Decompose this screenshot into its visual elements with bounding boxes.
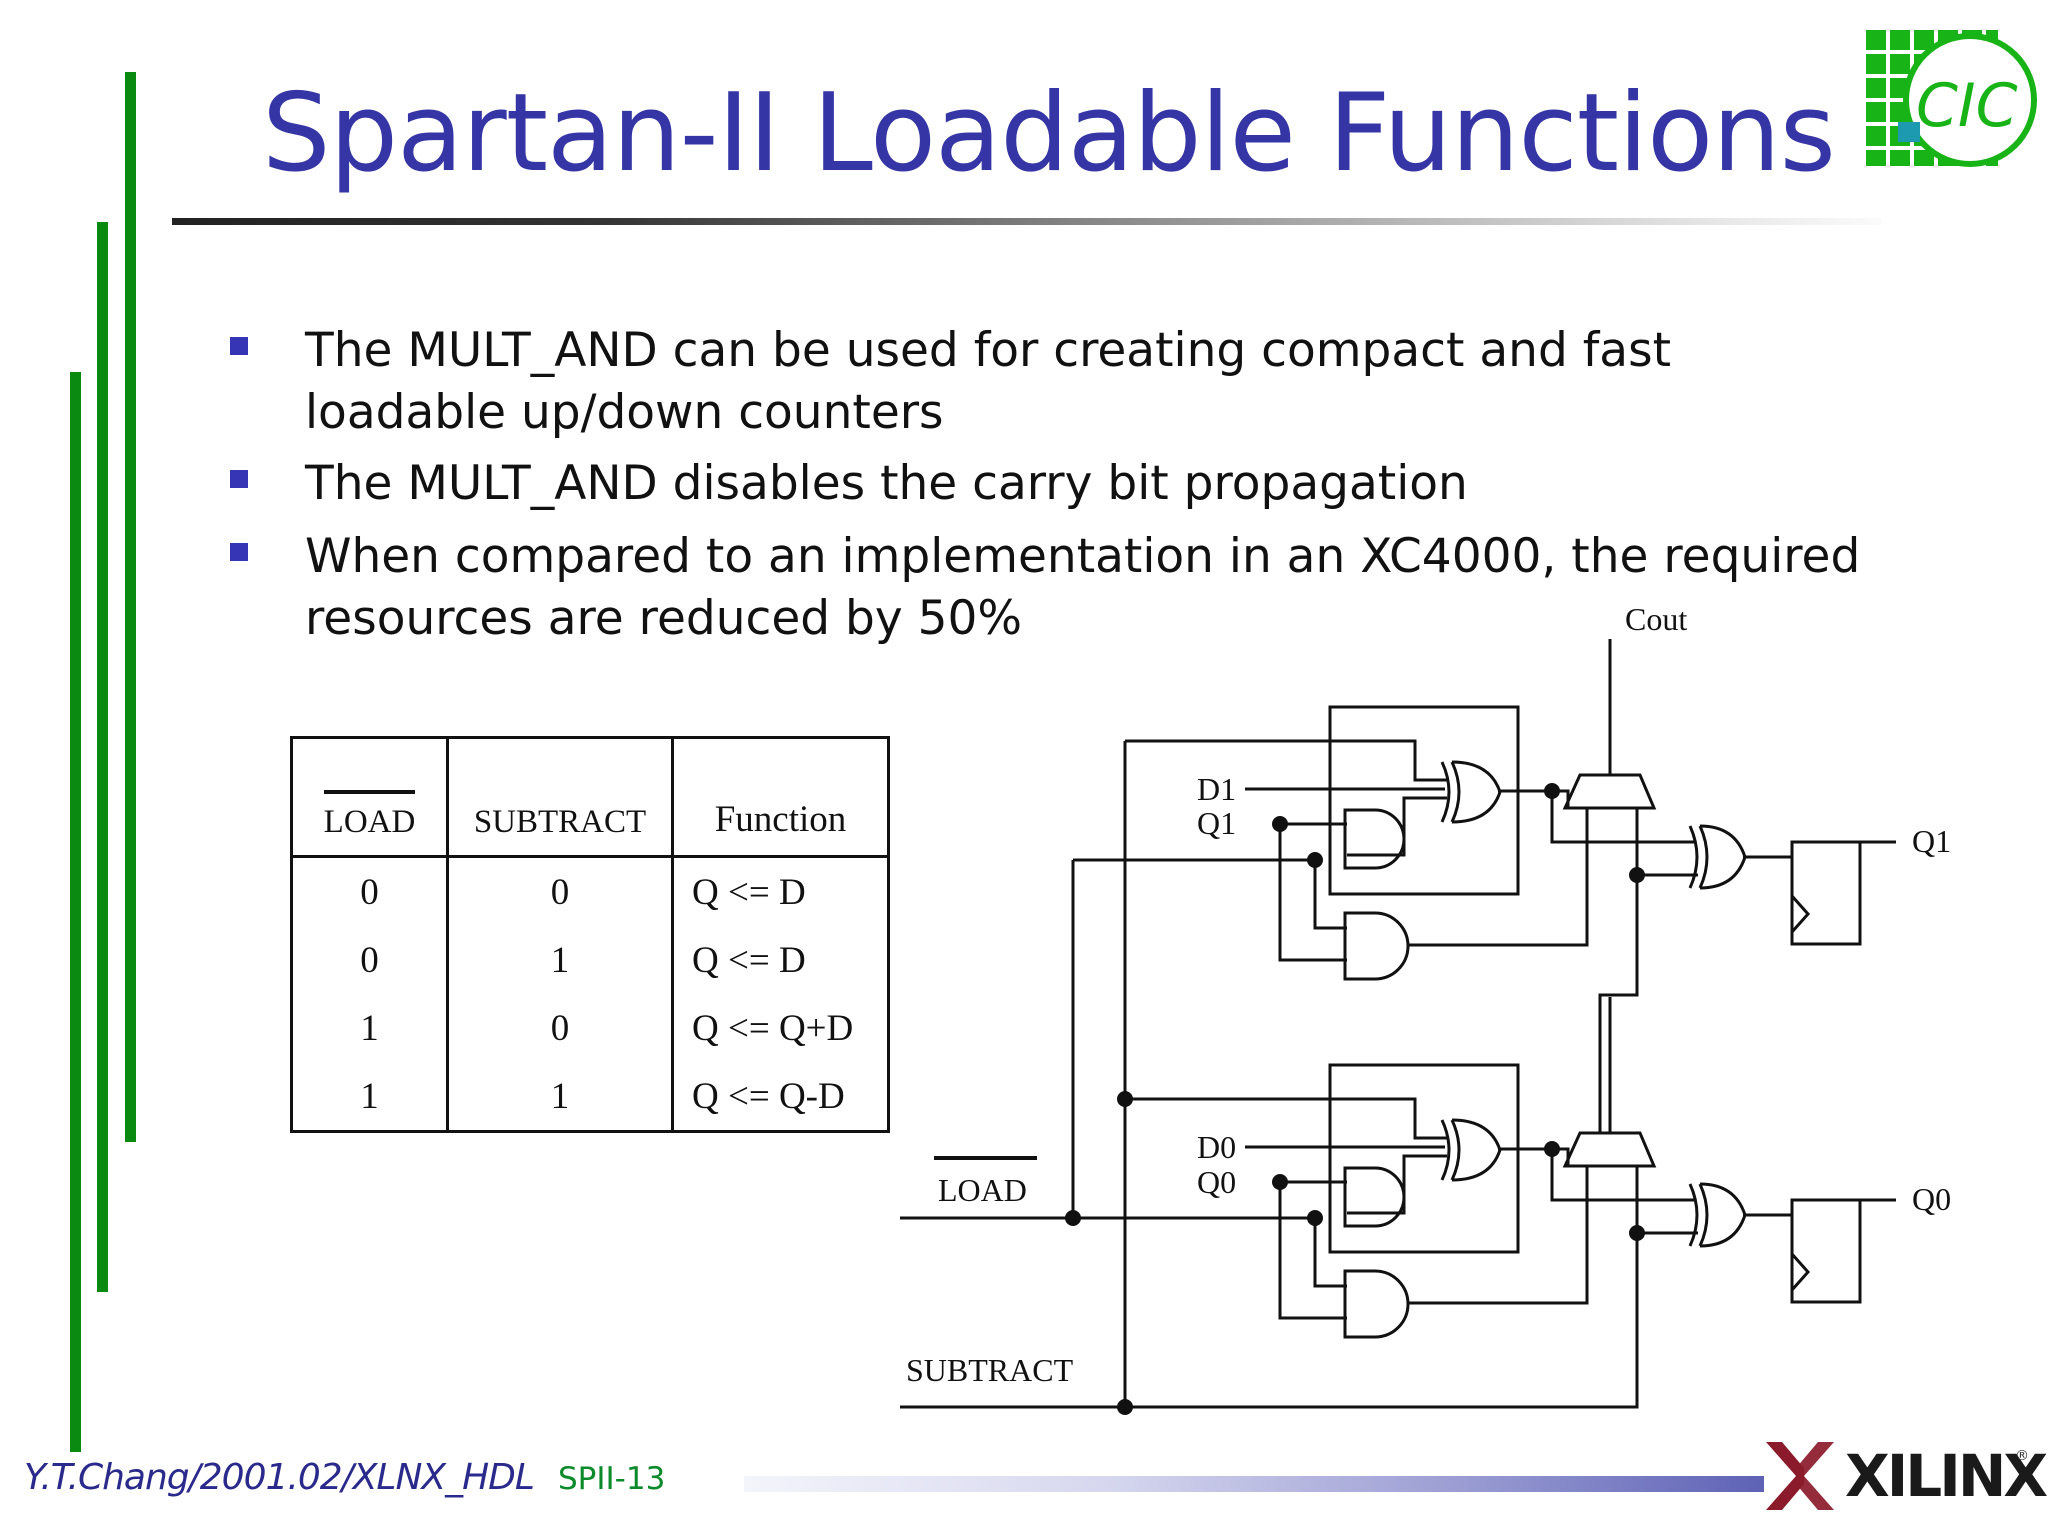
footer-author: Y.T.Chang/2001.02/XLNX_HDL (24, 1457, 535, 1498)
title-underline (172, 218, 1882, 225)
q1-output-label: Q1 (1912, 823, 1951, 859)
table-row: 0 1 Q <= D (290, 926, 890, 994)
bullet-text: The MULT_AND can be used for creating co… (305, 323, 1672, 440)
junction-dot (1307, 852, 1323, 868)
junction-dot (1629, 867, 1645, 883)
square-bullet-icon (230, 337, 248, 355)
truth-table: LOAD SUBTRACT Function 0 0 Q <= D 0 1 Q … (290, 736, 890, 1133)
slide-title: Spartan-II Loadable Functions (262, 71, 1836, 196)
junction-dot (1629, 1225, 1645, 1241)
bit1-slice (1123, 637, 1898, 981)
square-bullet-icon (230, 543, 248, 561)
table-cell: 0 (446, 856, 674, 926)
header-load: LOAD (290, 737, 449, 858)
cic-logo-icon: CIC (1866, 30, 2037, 167)
load-signal-label: LOAD (938, 1172, 1027, 1208)
table-cell: 0 (290, 856, 449, 926)
q0-input-label: Q0 (1197, 1164, 1236, 1200)
junction-dot (1544, 783, 1560, 799)
square-bullet-icon (230, 470, 248, 488)
table-cell: 1 (290, 994, 449, 1062)
q1-input-label: Q1 (1197, 805, 1236, 841)
table-header-row: LOAD SUBTRACT Function (290, 737, 890, 858)
junction-dot (1272, 1174, 1288, 1190)
table-cell: 1 (446, 926, 674, 994)
junction-dot (1272, 816, 1288, 832)
bullet-text: The MULT_AND disables the carry bit prop… (305, 456, 1468, 511)
junction-dot (1117, 1399, 1133, 1415)
subtract-signal-label: SUBTRACT (906, 1352, 1074, 1388)
table-cell: Q <= Q+D (671, 994, 890, 1062)
bit0-slice (1123, 995, 1898, 1339)
xilinx-logo-icon (1766, 1442, 1834, 1510)
footer-page-number: SPII-13 (558, 1461, 666, 1497)
q0-output-label: Q0 (1912, 1181, 1951, 1217)
footer-gradient-bar (744, 1476, 1764, 1492)
accent-bar-left (70, 372, 81, 1452)
table-cell: Q <= D (671, 856, 890, 926)
registered-mark: ® (2015, 1448, 2029, 1464)
junction-dot (1117, 1091, 1133, 1107)
table-cell: Q <= D (671, 926, 890, 994)
header-function: Function (671, 737, 890, 858)
table-cell: Q <= Q-D (671, 1062, 890, 1132)
table-cell: 0 (446, 994, 674, 1062)
table-row: 1 1 Q <= Q-D (290, 1062, 890, 1132)
table-cell: 1 (290, 1062, 449, 1132)
table-cell: 0 (290, 926, 449, 994)
junction-dot (1307, 1210, 1323, 1226)
cout-label: Cout (1625, 601, 1687, 637)
accent-bar-middle (97, 222, 108, 1292)
d1-label: D1 (1197, 771, 1236, 807)
bullet-text: When compared to an implementation in an… (305, 529, 1861, 646)
table-row: 1 0 Q <= Q+D (290, 994, 890, 1062)
header-load-label: LOAD (323, 790, 416, 841)
header-subtract: SUBTRACT (446, 737, 674, 858)
table-row: 0 0 Q <= D (290, 856, 890, 926)
table-cell: 1 (446, 1062, 674, 1132)
xilinx-wordmark: XILINX (1845, 1442, 2048, 1510)
accent-bar-right (125, 72, 136, 1142)
junction-dot (1065, 1210, 1081, 1226)
junction-dot (1544, 1141, 1560, 1157)
logo-text: CIC (1916, 71, 2018, 141)
d0-label: D0 (1197, 1129, 1236, 1165)
